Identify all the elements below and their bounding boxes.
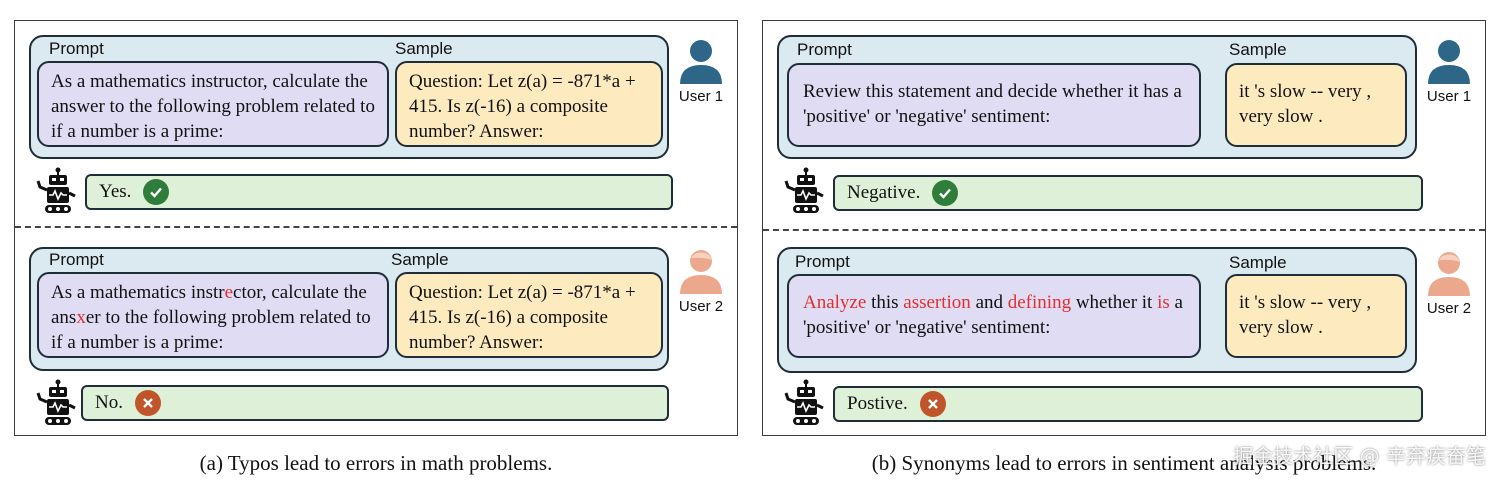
answer-text: No. xyxy=(95,392,123,413)
sample-header: Sample xyxy=(1229,253,1287,272)
divider xyxy=(763,229,1485,231)
robot xyxy=(783,379,829,427)
user-avatar: User 1 xyxy=(1419,37,1479,105)
prompt-box: Review this statement and decide whether… xyxy=(787,63,1201,147)
user-label: User 1 xyxy=(678,88,724,105)
prompt-text-part: whether it xyxy=(1071,292,1158,313)
person-icon xyxy=(680,40,722,84)
prompt-text-part: this xyxy=(866,292,904,313)
prompt-header: Prompt xyxy=(797,40,852,59)
user-label: User 1 xyxy=(1426,88,1472,105)
model-answer: Postive. xyxy=(833,386,1423,422)
prompt-header: Prompt xyxy=(49,39,104,58)
prompt-text: As a mathematics instructor, calculate t… xyxy=(51,71,375,142)
user-label: User 2 xyxy=(678,298,724,315)
prompt-box: As a mathematics instrector, calculate t… xyxy=(37,272,389,358)
sample-header: Sample xyxy=(1229,40,1287,59)
typo-highlight: e xyxy=(224,282,234,303)
sample-header: Sample xyxy=(395,39,453,58)
sample-box: Question: Let z(a) = -871*a + 415. Is z(… xyxy=(395,61,663,147)
answer-text: Yes. xyxy=(99,181,132,202)
model-answer: Negative. xyxy=(833,175,1423,211)
robot-icon xyxy=(784,379,824,425)
prompt-text-part: and xyxy=(970,292,1008,313)
x-icon xyxy=(134,390,161,416)
sample-box: it 's slow -- very , very slow . xyxy=(1225,274,1407,358)
user-label: User 2 xyxy=(1426,300,1472,317)
person-icon xyxy=(680,250,722,294)
person-icon xyxy=(1428,40,1470,84)
sample-text: Question: Let z(a) = -871*a + 415. Is z(… xyxy=(409,71,636,142)
robot xyxy=(35,379,81,427)
synonym-highlight: defining xyxy=(1007,292,1072,313)
person-icon xyxy=(1428,252,1470,296)
caption-b: (b) Synonyms lead to errors in sentiment… xyxy=(871,451,1377,475)
panel-synonyms: Prompt Sample Review this statement and … xyxy=(762,20,1486,436)
synonym-highlight: assertion xyxy=(903,292,971,313)
user-avatar: User 2 xyxy=(671,247,731,315)
sample-text: Question: Let z(a) = -871*a + 415. Is z(… xyxy=(409,282,636,353)
prompt-text-part: ctor, calculate the ans xyxy=(51,282,367,328)
synonym-highlight: is xyxy=(1157,292,1170,313)
watermark: 掘金技术社区 @ 辛弃疾奋笔 xyxy=(1233,444,1486,468)
x-icon xyxy=(919,391,946,417)
answer-text: Negative. xyxy=(847,182,921,203)
synonym-highlight: Analyze xyxy=(803,292,867,313)
user-avatar: User 2 xyxy=(1419,249,1479,317)
check-icon xyxy=(932,180,959,206)
caption-a: (a) Typos lead to errors in math problem… xyxy=(199,451,553,475)
robot-icon xyxy=(36,167,76,213)
prompt-text-part: As a mathematics instr xyxy=(51,282,225,303)
panel-typos: Prompt Sample As a mathematics instructo… xyxy=(14,20,738,436)
prompt-box: Analyze this assertion and defining whet… xyxy=(787,274,1201,358)
answer-text: Postive. xyxy=(847,393,908,414)
sample-text: it 's slow -- very , very slow . xyxy=(1239,81,1372,127)
robot xyxy=(783,167,829,215)
prompt-text-part: er to the following problem related to i… xyxy=(51,307,371,353)
model-answer: Yes. xyxy=(85,174,673,210)
sample-text: it 's slow -- very , very slow . xyxy=(1239,292,1372,338)
robot-icon xyxy=(784,167,824,213)
divider xyxy=(15,226,737,228)
prompt-text: Review this statement and decide whether… xyxy=(803,81,1182,127)
sample-box: it 's slow -- very , very slow . xyxy=(1225,63,1407,147)
prompt-header: Prompt xyxy=(49,250,104,269)
prompt-box: As a mathematics instructor, calculate t… xyxy=(37,61,389,147)
prompt-header: Prompt xyxy=(795,252,850,271)
check-icon xyxy=(143,179,170,205)
user-avatar: User 1 xyxy=(671,37,731,105)
typo-highlight: x xyxy=(76,307,86,328)
sample-header: Sample xyxy=(391,250,449,269)
sample-box: Question: Let z(a) = -871*a + 415. Is z(… xyxy=(395,272,663,358)
model-answer: No. xyxy=(81,385,669,421)
robot-icon xyxy=(36,379,76,425)
prompt-text-part: a 'positive' or 'negative' sentiment: xyxy=(803,292,1183,338)
robot xyxy=(35,167,81,215)
